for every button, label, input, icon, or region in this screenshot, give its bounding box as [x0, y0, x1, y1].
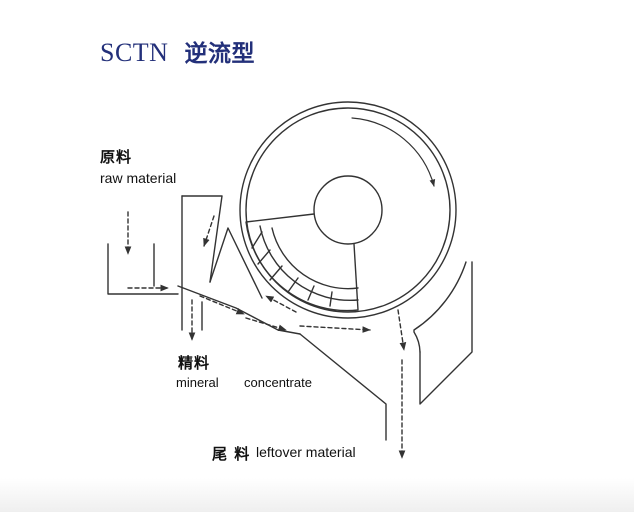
feed-box [107, 243, 179, 295]
concentrate-chute [181, 195, 223, 283]
tank-floor [177, 285, 301, 335]
tailings-chute [419, 261, 473, 405]
tailings-chute [413, 261, 467, 353]
raw-material-label-cn: 原料 [100, 148, 133, 166]
drum-outer [239, 101, 457, 319]
tailings-label-cn: 尾 料 [212, 445, 251, 463]
counterflow-arrow [265, 295, 297, 313]
slurry-flow-arrow [199, 295, 245, 315]
magnet-system [245, 213, 359, 312]
slide-title: SCTN 逆流型 [100, 34, 255, 68]
title-code: SCTN [100, 38, 169, 67]
magnet-block-line [251, 231, 333, 307]
raw-material-label-en: raw material [100, 170, 177, 186]
splitter-plate [209, 227, 263, 299]
concentrate-label-cn: 精料 [178, 354, 211, 372]
drum-shaft [313, 175, 383, 245]
drum-inner [245, 107, 451, 313]
bottom-fade [0, 478, 634, 512]
concentrate-label-en-1: mineral [176, 375, 219, 390]
tailings-label-en: leftover material [256, 444, 356, 460]
title-chinese: 逆流型 [184, 41, 255, 67]
drum-rotation-arrow [351, 117, 436, 187]
magnet-block-line [271, 227, 359, 290]
tailings-chute [299, 333, 387, 441]
concentrate-arrow [203, 215, 215, 247]
under-drum-flow [299, 325, 371, 333]
slurry-flow-arrow [245, 317, 287, 332]
tailings-flow-arrow [397, 309, 407, 351]
concentrate-label-en-2: concentrate [244, 375, 312, 390]
